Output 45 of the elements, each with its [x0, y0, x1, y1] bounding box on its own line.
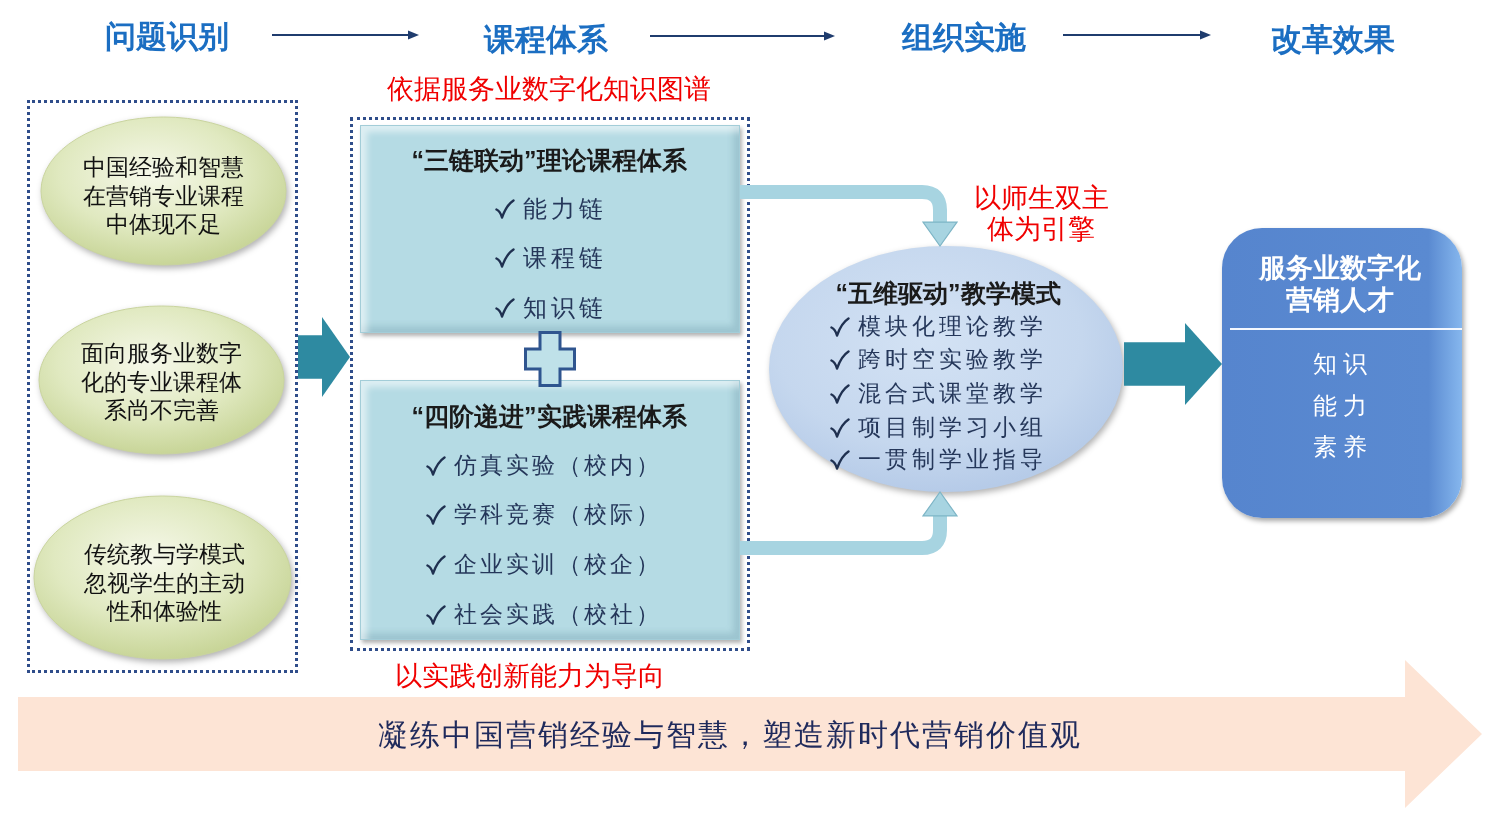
checklist-item: 学科竞赛（校际）: [454, 501, 662, 529]
checklist-item: 混合式课堂教学: [858, 380, 1047, 408]
note-text: 以实践创新能力为导向: [395, 659, 665, 693]
course-box: [360, 125, 740, 333]
ellipse-text: 传统教与学模式忽视学生的主动性和体验性: [82, 540, 246, 626]
stage-heading: 课程体系: [484, 22, 608, 58]
dotted-frame: [27, 100, 298, 673]
checklist-item: 一贯制学业指导: [858, 446, 1047, 474]
box-heading: “五维驱动”教学模式: [835, 277, 1061, 309]
banner-arrow: [18, 660, 1482, 808]
checklist-item: 项目制学习小组: [858, 414, 1047, 442]
block-arrow: [298, 317, 350, 397]
ellipse-node: [38, 305, 285, 455]
box-heading: “四阶递进”实践课程体系: [411, 400, 687, 432]
checklist-item: 能力链: [523, 194, 607, 224]
arrow: [649, 31, 835, 41]
pipe-arrow: [740, 491, 958, 555]
ellipse-node: [40, 116, 287, 266]
result-item: 素养: [1313, 432, 1373, 463]
ellipse-text: 中国经验和智慧在营销专业课程中体现不足: [81, 153, 245, 239]
result-item: 能力: [1313, 391, 1373, 422]
checklist-item: 知识链: [523, 293, 607, 323]
pipe-arrow: [740, 185, 958, 247]
checklist-item: 模块化理论教学: [858, 313, 1047, 341]
stage-heading: 改革效果: [1271, 22, 1395, 58]
ellipse-node: [33, 495, 292, 660]
block-arrow: [1124, 323, 1222, 405]
course-box: [360, 380, 740, 640]
checklist-item: 社会实践（校社）: [454, 601, 662, 629]
box-heading: 服务业数字化营销人才: [1258, 252, 1422, 316]
stage-heading: 组织实施: [902, 20, 1026, 56]
box-heading: “三链联动”理论课程体系: [411, 144, 687, 176]
banner-text: 凝练中国营销经验与智慧，塑造新时代营销价值观: [378, 715, 1082, 754]
checklist-item: 课程链: [523, 243, 607, 273]
frame-heading: 依据服务业数字化知识图谱: [387, 72, 711, 106]
stage-heading: 问题识别: [105, 19, 229, 55]
result-item: 知识: [1313, 349, 1373, 380]
checklist-item: 企业实训（校企）: [454, 551, 662, 579]
ellipse-text: 面向服务业数字化的专业课程体系尚不完善: [79, 339, 243, 425]
result-box: [1222, 228, 1462, 518]
checklist-item: 跨时空实验教学: [858, 346, 1047, 374]
checklist-item: 仿真实验（校内）: [454, 452, 662, 480]
arrow: [271, 30, 419, 40]
arrow: [1062, 30, 1211, 40]
note-text: 以师生双主体为引擎: [972, 182, 1110, 244]
